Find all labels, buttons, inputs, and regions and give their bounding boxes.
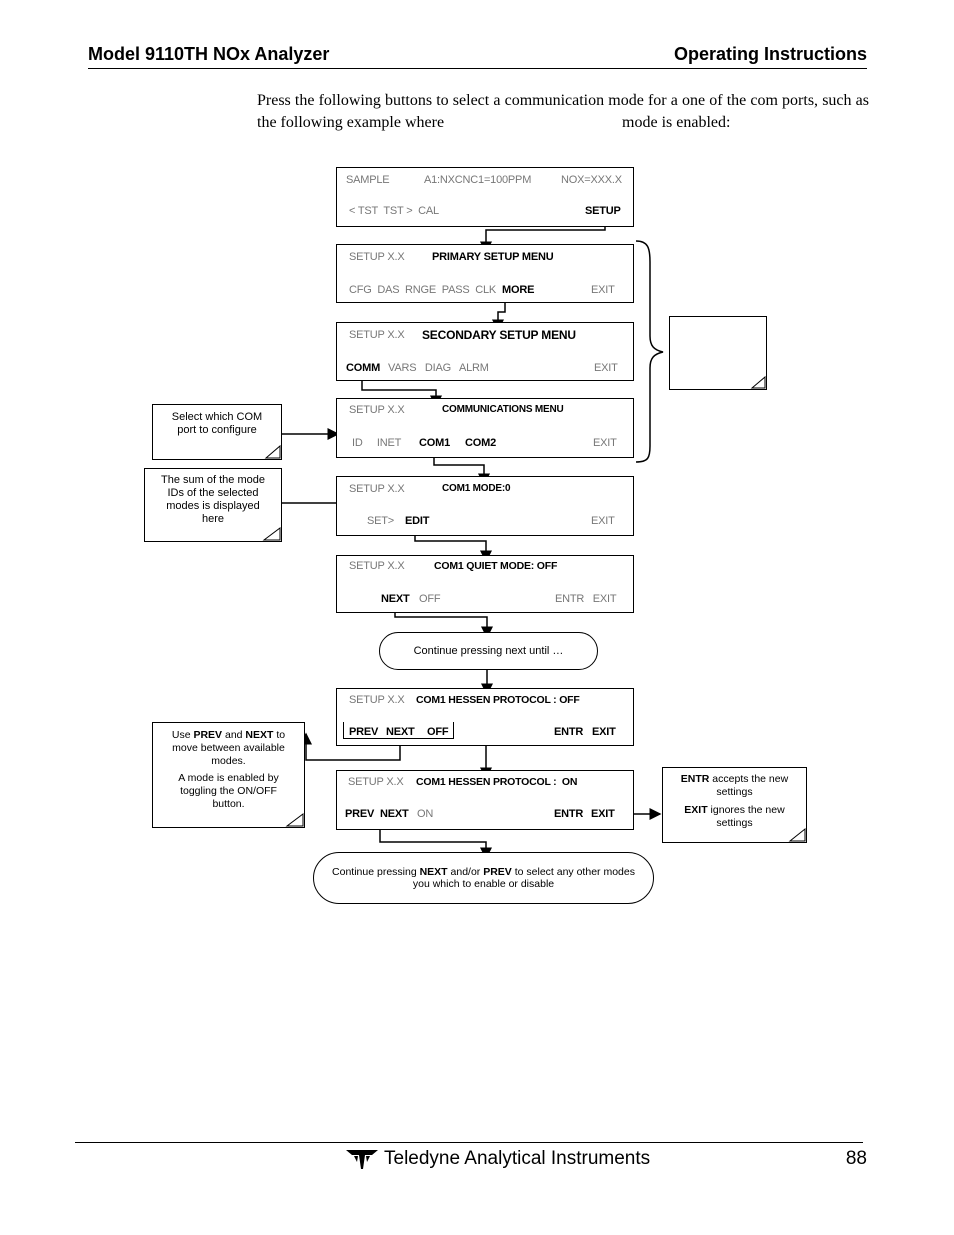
comm-key[interactable]: COMM — [346, 362, 381, 374]
intro-part1: Press the following buttons to select a … — [257, 92, 869, 131]
display-primary-setup: SETUP X.X PRIMARY SETUP MENU CFG DAS RNG… — [336, 244, 634, 303]
selected-keys-bracket — [343, 722, 454, 739]
display-secondary-setup: SETUP X.X SECONDARY SETUP MENU COMM VARS… — [336, 322, 634, 381]
entr-key[interactable]: ENTR — [554, 726, 584, 738]
entr-key[interactable]: ENTR — [554, 808, 584, 820]
page-number: 88 — [845, 1148, 867, 1169]
menu-title: COM1 QUIET MODE: OFF — [434, 560, 558, 572]
note-entr-exit: ENTR accepts the new settings EXIT ignor… — [662, 767, 807, 843]
com2-key[interactable]: COM2 — [465, 437, 496, 449]
display-communications-menu: SETUP X.X COMMUNICATIONS MENU ID INET CO… — [336, 398, 634, 458]
footer-rule — [75, 1142, 863, 1143]
intro-paragraph: Press the following buttons to select a … — [257, 90, 869, 134]
blank-callout — [669, 316, 767, 390]
header-right: Operating Instructions — [673, 44, 867, 64]
note-prev-next: Use PREV and NEXT to move between availa… — [152, 722, 305, 828]
exit-key[interactable]: EXIT — [593, 437, 617, 449]
setup-version: SETUP X.X — [349, 329, 405, 341]
continue-next-bubble: Continue pressing next until … — [379, 632, 598, 670]
setup-version: SETUP X.X — [349, 483, 405, 495]
menu-title: COMMUNICATIONS MENU — [442, 404, 564, 415]
com1-key[interactable]: COM1 — [419, 437, 450, 449]
primary-menu-keys[interactable]: CFG DAS RNGE PASS CLK — [349, 284, 496, 296]
set-key[interactable]: SET> — [367, 515, 395, 527]
display-com1-mode: SETUP X.X COM1 MODE:0 SET> EDIT EXIT — [336, 476, 634, 536]
more-key[interactable]: MORE — [502, 284, 535, 296]
id-inet-keys[interactable]: ID INET — [352, 437, 402, 449]
next-key[interactable]: NEXT — [380, 808, 409, 820]
continue-text: Continue pressing next until … — [413, 645, 564, 657]
off-key[interactable]: OFF — [427, 726, 449, 738]
setup-version: SETUP X.X — [348, 776, 404, 788]
exit-key[interactable]: EXIT — [594, 362, 618, 374]
menu-title: SECONDARY SETUP MENU — [422, 328, 576, 342]
exit-key[interactable]: EXIT — [592, 726, 616, 738]
edit-key[interactable]: EDIT — [405, 515, 430, 527]
off-key[interactable]: OFF — [419, 593, 441, 605]
sample-label: SAMPLE — [346, 174, 390, 186]
header-rule — [88, 68, 867, 69]
menu-title: COM1 MODE:0 — [442, 483, 511, 494]
note-sum-ids: The sum of the mode IDs of the selected … — [144, 468, 282, 542]
menu-title: PRIMARY SETUP MENU — [432, 251, 554, 263]
menu-title: COM1 HESSEN PROTOCOL : OFF — [416, 694, 580, 706]
exit-key[interactable]: EXIT — [591, 284, 615, 296]
display-sample: SAMPLE A1:NXCNC1=100PPM NOX=XXX.X < TST … — [336, 167, 634, 227]
display-com1-quiet-mode: SETUP X.X COM1 QUIET MODE: OFF NEXT OFF … — [336, 555, 634, 613]
menu-title: COM1 HESSEN PROTOCOL : ON — [416, 776, 578, 788]
secondary-menu-keys[interactable]: VARS DIAG ALRM — [388, 362, 489, 374]
teledyne-logo-icon — [346, 1150, 378, 1169]
intro-part2: mode is enabled: — [622, 114, 731, 131]
exit-key[interactable]: EXIT — [591, 515, 615, 527]
setup-key[interactable]: SETUP — [585, 205, 621, 217]
continue-select-bubble: Continue pressing NEXT and/or PREV to se… — [313, 852, 654, 904]
exit-key[interactable]: EXIT — [591, 808, 615, 820]
setup-version: SETUP X.X — [349, 404, 405, 416]
setup-version: SETUP X.X — [349, 560, 405, 572]
setup-version: SETUP X.X — [349, 694, 405, 706]
next-key[interactable]: NEXT — [381, 593, 410, 605]
on-key[interactable]: ON — [417, 808, 434, 820]
display-hessen-on: SETUP X.X COM1 HESSEN PROTOCOL : ON PREV… — [336, 770, 634, 830]
note-select-com: Select which COM port to configure — [152, 404, 282, 460]
tst-cal-keys[interactable]: < TST TST > CAL — [349, 205, 439, 217]
continue-select-text: Continue pressing NEXT and/or PREV to se… — [332, 866, 635, 890]
display-hessen-off: SETUP X.X COM1 HESSEN PROTOCOL : OFF PRE… — [336, 688, 634, 746]
entr-exit-keys[interactable]: ENTR EXIT — [555, 593, 617, 605]
prev-key[interactable]: PREV — [345, 808, 375, 820]
next-key[interactable]: NEXT — [386, 726, 415, 738]
footer-company: Teledyne Analytical Instruments — [384, 1148, 651, 1169]
header-left: Model 9110TH NOx Analyzer — [88, 44, 330, 64]
setup-version: SETUP X.X — [349, 251, 405, 263]
nox-readout: NOX=XXX.X — [561, 174, 622, 186]
prev-key[interactable]: PREV — [349, 726, 379, 738]
concentration-readout: A1:NXCNC1=100PPM — [424, 174, 532, 186]
